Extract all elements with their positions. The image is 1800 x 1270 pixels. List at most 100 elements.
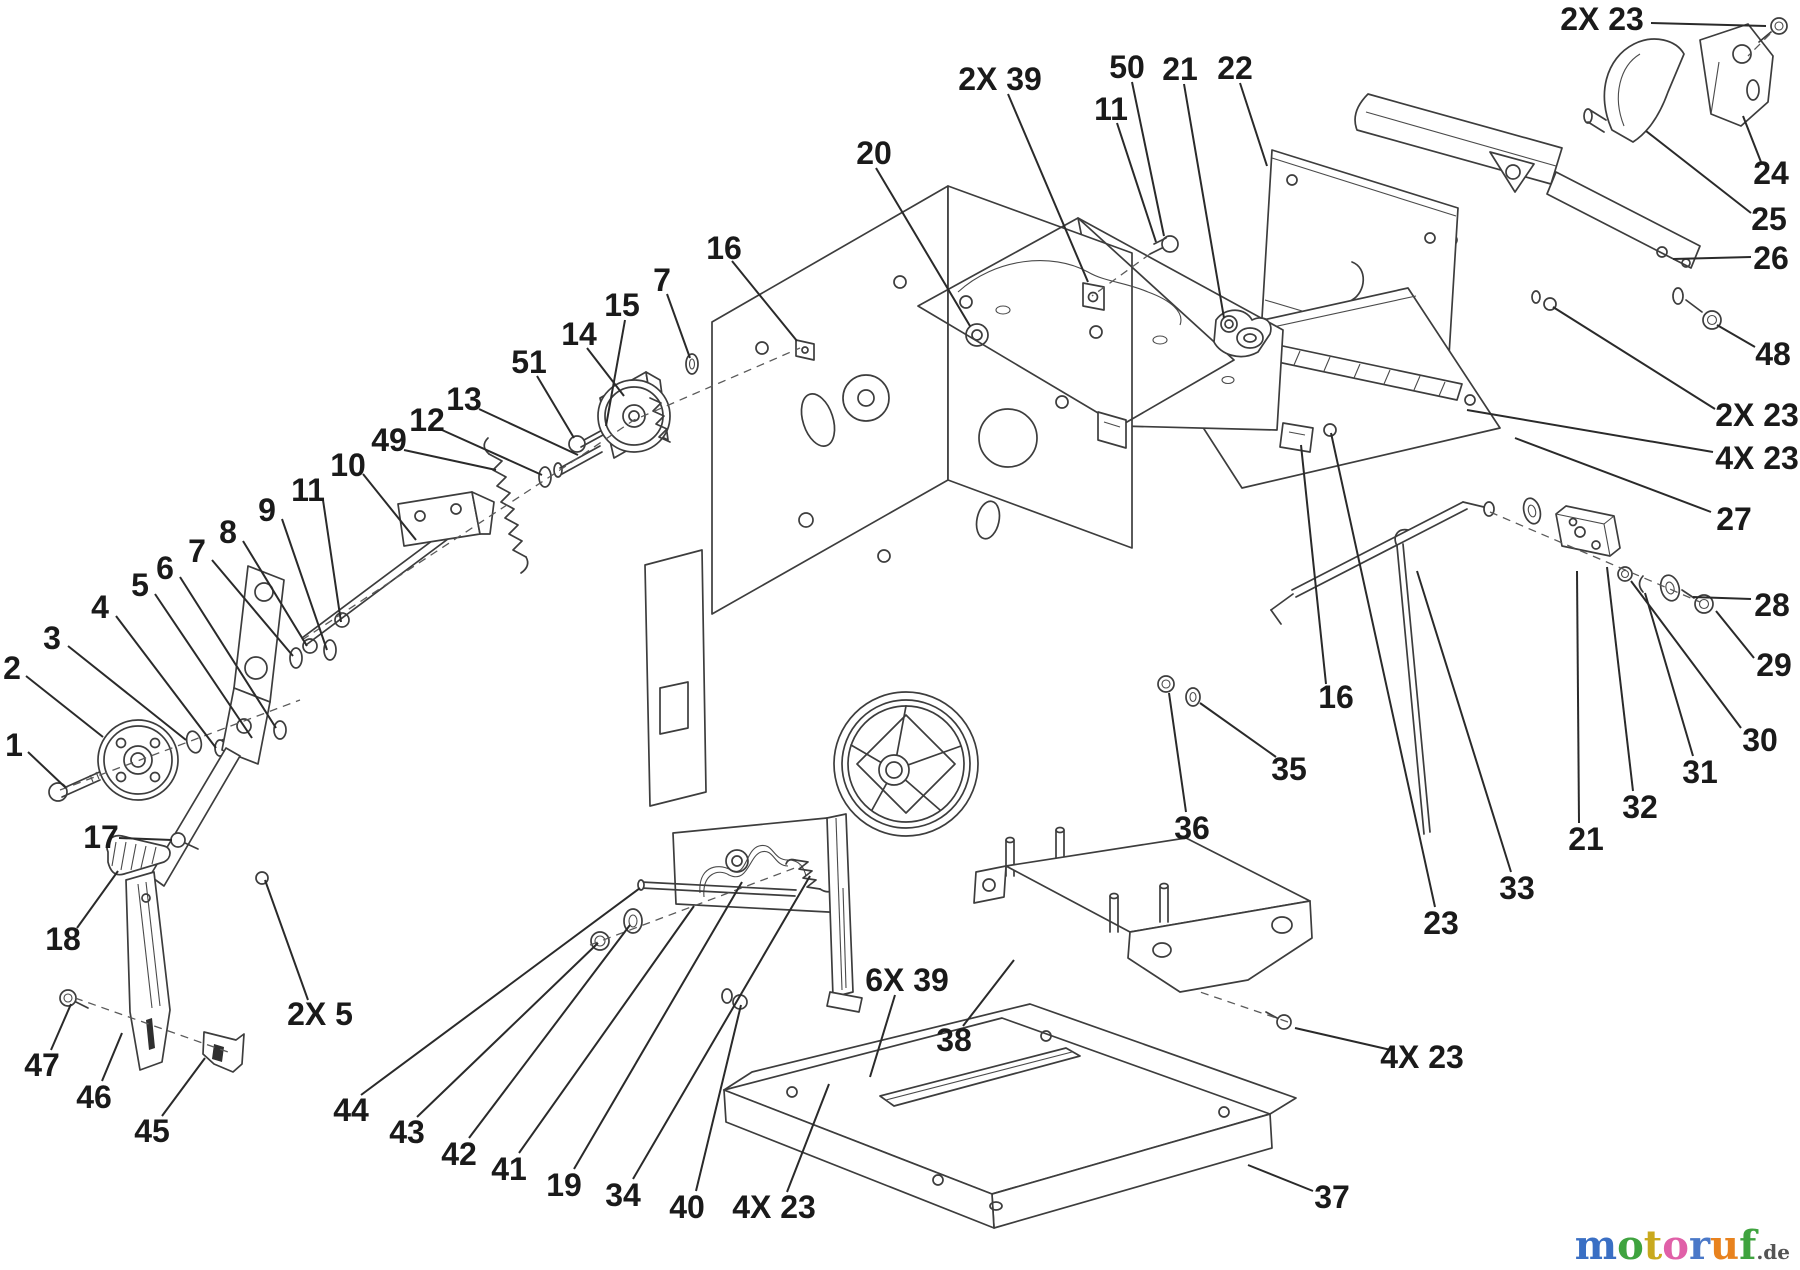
leader-line-31 — [1644, 592, 1694, 757]
leader-line-2 — [25, 675, 104, 738]
logo-letter: r — [1688, 1222, 1711, 1269]
crank-rod-assembly — [1270, 497, 1714, 835]
leader-line-4X-23 — [1466, 409, 1714, 453]
part-callout-22: 22 — [1217, 50, 1253, 86]
part-callout-6X-39: 6X 39 — [865, 962, 949, 998]
pedal-assembly — [59, 747, 245, 1073]
part-callout-37: 37 — [1314, 1179, 1350, 1215]
part-callout-21: 21 — [1568, 821, 1604, 857]
part-callout-24: 24 — [1753, 155, 1789, 191]
leader-line-42 — [468, 924, 631, 1139]
callout-leaders — [25, 22, 1767, 1193]
logo-letter: f — [1739, 1222, 1757, 1269]
leader-line-26 — [1672, 256, 1752, 260]
part-callout-2X-23: 2X 23 — [1560, 1, 1644, 37]
leader-line-29 — [1715, 610, 1755, 659]
leader-line-22 — [1239, 82, 1268, 167]
leader-line-7 — [666, 293, 691, 359]
part-callout-34: 34 — [605, 1177, 641, 1213]
part-callout-36: 36 — [1174, 810, 1210, 846]
leader-line-1 — [27, 751, 67, 789]
part-callout-7: 7 — [188, 533, 206, 569]
part-callout-30: 30 — [1742, 722, 1778, 758]
part-callout-4X-23: 4X 23 — [732, 1189, 816, 1225]
part-callout-4: 4 — [91, 589, 109, 625]
part-callout-13: 13 — [446, 381, 482, 417]
part-callout-42: 42 — [441, 1136, 477, 1172]
part-callout-3: 3 — [43, 620, 61, 656]
part-callout-10: 10 — [330, 447, 366, 483]
part-callout-9: 9 — [258, 492, 276, 528]
part-callout-33: 33 — [1499, 870, 1535, 906]
leader-line-14 — [586, 347, 625, 397]
leader-line-21 — [1183, 83, 1225, 319]
leader-line-18 — [76, 870, 119, 929]
leader-line-44 — [360, 887, 641, 1096]
leader-line-51 — [536, 375, 575, 439]
part-callout-14: 14 — [561, 316, 597, 352]
part-callout-11: 11 — [291, 472, 325, 508]
motoruf-logo[interactable]: motoruf.de — [1575, 1226, 1790, 1266]
part-callout-15: 15 — [604, 287, 640, 323]
leader-line-6X-39 — [869, 994, 896, 1078]
leader-line-33 — [1416, 570, 1512, 873]
part-callout-21: 21 — [1162, 51, 1198, 87]
leader-line-40 — [695, 1004, 742, 1192]
part-callout-32: 32 — [1622, 789, 1658, 825]
part-callout-40: 40 — [669, 1189, 705, 1225]
leader-line-37 — [1247, 1164, 1314, 1192]
leader-line-2X-23 — [1552, 306, 1716, 410]
leader-line-4X-23 — [1294, 1027, 1392, 1051]
left-drive-chain — [48, 339, 815, 885]
logo-letter: o — [1662, 1222, 1689, 1269]
part-callout-5: 5 — [131, 567, 149, 603]
leader-line-5 — [154, 593, 253, 739]
leader-line-48 — [1716, 324, 1756, 348]
part-callout-25: 25 — [1751, 201, 1787, 237]
leader-line-7 — [211, 559, 294, 657]
leader-line-2X-23 — [1650, 22, 1767, 27]
part-callout-20: 20 — [856, 135, 892, 171]
logo-suffix: .de — [1756, 1240, 1790, 1264]
part-callout-4X-23: 4X 23 — [1715, 440, 1799, 476]
part-callout-7: 7 — [653, 262, 671, 298]
leader-line-19 — [573, 881, 743, 1170]
logo-letter: m — [1574, 1222, 1618, 1269]
part-callout-19: 19 — [546, 1167, 582, 1203]
part-callout-27: 27 — [1716, 501, 1752, 537]
part-callout-2: 2 — [3, 650, 21, 686]
part-callout-18: 18 — [45, 921, 81, 957]
leader-line-4X-23 — [786, 1083, 830, 1193]
logo-letter: u — [1710, 1222, 1740, 1269]
logo-letter: o — [1617, 1222, 1644, 1269]
leader-line-25 — [1645, 130, 1752, 214]
leader-line-49 — [403, 449, 497, 471]
part-callout-38: 38 — [936, 1022, 972, 1058]
leader-line-15 — [605, 319, 626, 427]
part-callout-31: 31 — [1682, 754, 1718, 790]
part-callout-2X-39: 2X 39 — [958, 61, 1042, 97]
leader-line-24 — [1742, 115, 1762, 163]
leader-line-10 — [362, 473, 417, 541]
part-callout-44: 44 — [333, 1092, 369, 1128]
leader-line-17 — [118, 837, 173, 841]
leader-line-4 — [115, 615, 217, 749]
logo-letter: t — [1643, 1222, 1663, 1269]
leader-line-46 — [101, 1032, 123, 1082]
part-callout-6: 6 — [156, 550, 174, 586]
leader-line-2X-39 — [1007, 93, 1089, 283]
leader-line-32 — [1606, 566, 1634, 792]
leader-line-9 — [281, 518, 328, 651]
leader-line-34 — [632, 875, 811, 1180]
part-callout-8: 8 — [219, 514, 237, 550]
leader-line-36 — [1168, 692, 1187, 813]
leader-line-41 — [518, 905, 695, 1154]
leader-line-16 — [731, 260, 798, 342]
leader-line-11 — [1116, 122, 1157, 243]
part-callout-46: 46 — [76, 1079, 112, 1115]
part-callout-23: 23 — [1423, 905, 1459, 941]
leader-line-28 — [1692, 596, 1752, 600]
part-callout-26: 26 — [1753, 240, 1789, 276]
